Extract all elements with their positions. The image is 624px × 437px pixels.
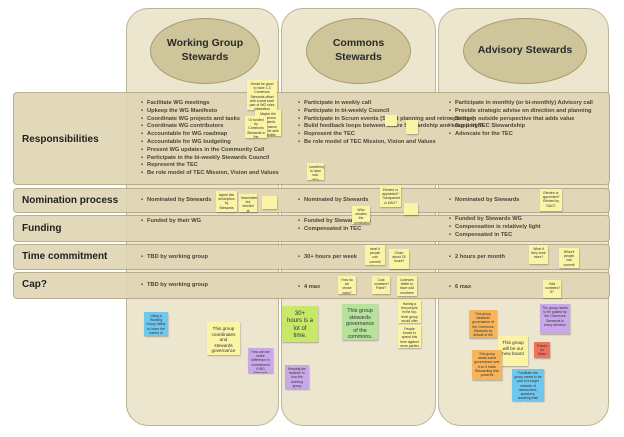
sticky-note[interactable]: This group stewards governance of the co… xyxy=(342,304,378,340)
sticky-note[interactable]: How can we make difference in commitment… xyxy=(248,348,273,373)
list-item: Accountable for WG budgeting xyxy=(141,139,279,147)
responsibilities-advisory: Participate in monthly (or bi-monthly) A… xyxy=(449,100,593,139)
time-working-group: TBD by working group xyxy=(141,254,208,262)
funding-advisory: Funded by Stewards WG Compensation is re… xyxy=(449,216,541,239)
sticky-note[interactable]: This group coordinates and stewards gove… xyxy=(207,322,240,355)
nomination-working-group: Nominated by Stewards xyxy=(141,197,211,205)
cap-working-group: TBD by working group xyxy=(141,282,208,290)
sticky-note[interactable]: Having a few people in the top-level gro… xyxy=(398,300,421,323)
list-item: Compensation is relatively light xyxy=(449,224,541,232)
sticky-note[interactable]: Elected or appointed? Transparent or DAO… xyxy=(380,186,401,207)
sticky-note[interactable]: something to have sub-WGs xyxy=(307,163,324,180)
list-item: 6 max xyxy=(449,284,471,292)
list-item: Build feedback loops between entire Stew… xyxy=(298,123,483,131)
nomination-advisory: Nominated by Stewards xyxy=(449,197,519,205)
list-item: Accountable for WG roadmap xyxy=(141,131,279,139)
sticky-note[interactable]: This group stewards governance of the Co… xyxy=(469,310,497,338)
list-item: Compensated in TEC xyxy=(449,232,541,240)
sticky-note[interactable]: Nominated but elected at xyxy=(239,194,257,212)
sticky-note[interactable]: How do we chose caps? xyxy=(338,276,356,294)
sticky-note[interactable]: Keeping the balance in how the working g… xyxy=(285,365,309,389)
list-item: Nominated by Stewards xyxy=(449,197,519,205)
sticky-note[interactable]: Elected or appointed? Elected by DAO? xyxy=(540,189,562,211)
column-header-commons: Commons Stewards xyxy=(306,18,411,84)
sticky-note[interactable]: Or funded by Commons Stewards in the tra… xyxy=(245,116,267,138)
list-item: Funded by Stewards WG xyxy=(449,216,541,224)
list-item: Be role model of TEC Mission, Vision and… xyxy=(141,170,279,178)
list-item: Participate in monthly (or bi-monthly) A… xyxy=(449,100,593,108)
column-title: Advisory Stewards xyxy=(477,44,573,57)
column-header-working-group: Working Group Stewards xyxy=(150,18,260,84)
sticky-note[interactable]: What if they work more? xyxy=(529,245,548,264)
sticky-note[interactable]: Odd numbers? 5? xyxy=(543,280,561,298)
sticky-note[interactable]: 30+ hours is a lot of time. xyxy=(282,306,318,342)
list-item: Compensated in TEC xyxy=(298,226,371,234)
list-item: Nominated by Stewards xyxy=(141,197,211,205)
list-item: 2 hours per month xyxy=(449,254,505,262)
list-item: Nominated by Stewards xyxy=(298,197,368,205)
list-item: Provide strategic advise on direction an… xyxy=(449,108,593,116)
row-label: Nomination process xyxy=(22,195,119,206)
list-item: 30+ hours per week xyxy=(298,254,357,262)
time-commons: 30+ hours per week xyxy=(298,254,357,262)
nomination-commons: Nominated by Stewards xyxy=(298,197,368,205)
list-item: Support TEC Stewardship xyxy=(449,123,593,131)
sticky-note[interactable]: Would be good to have 1-3 Commons Stewar… xyxy=(247,80,277,110)
sticky-note[interactable]: Close about 25 hours? xyxy=(389,249,409,269)
sticky-note[interactable] xyxy=(406,120,418,134)
sticky-note[interactable]: Who creates the nomination? Someone in p… xyxy=(352,206,370,224)
sticky-note[interactable]: People forced to spend this time against… xyxy=(398,325,421,348)
list-item: Advocate for the TEC xyxy=(449,131,593,139)
list-item: Present WG updates in the Community Call xyxy=(141,147,279,155)
cap-advisory: 6 max xyxy=(449,284,471,292)
sticky-note[interactable]: Cost numbers? Fixed? xyxy=(372,276,390,294)
sticky-note[interactable]: This group needs some governance over it… xyxy=(472,350,502,380)
sticky-note[interactable]: Thanks for these xyxy=(534,342,550,358)
list-item: Funded by Stewards WG xyxy=(298,218,371,226)
sticky-note[interactable]: what if people can commit fewer hours? xyxy=(365,245,385,265)
time-advisory: 2 hours per month xyxy=(449,254,505,262)
column-header-advisory: Advisory Stewards xyxy=(463,18,587,84)
list-item: Coordinate WG contributors xyxy=(141,123,279,131)
sticky-note[interactable] xyxy=(385,115,397,126)
responsibilities-working-group: Facilitate WG meetings Upkeep the WG Man… xyxy=(141,100,279,178)
list-item: Participate in the bi-weekly Stewards Co… xyxy=(141,155,279,163)
sticky-note[interactable]: Facilitate the group meets to be part of… xyxy=(512,369,544,401)
list-item: Bring in outside perspective that adds v… xyxy=(449,116,593,124)
sticky-note[interactable] xyxy=(404,203,418,215)
sticky-note[interactable]: Agree this description by Stewards xyxy=(216,191,237,212)
column-title: Commons Stewards xyxy=(332,37,385,63)
list-item: Upkeep the WG Manifesto xyxy=(141,108,279,116)
list-item: Facilitate WG meetings xyxy=(141,100,279,108)
list-item: 4 max xyxy=(298,284,320,292)
row-label: Responsibilities xyxy=(22,134,99,145)
list-item: Participate in bi-weekly Council xyxy=(298,108,483,116)
row-label: Funding xyxy=(22,223,62,234)
funding-commons: Funded by Stewards WG Compensated in TEC xyxy=(298,218,371,234)
sticky-note[interactable] xyxy=(262,196,277,209)
list-item: TBD by working group xyxy=(141,282,208,290)
list-item: Represent the TEC xyxy=(298,131,483,139)
row-label: Time commitment xyxy=(22,251,108,262)
sticky-note[interactable]: What if people can commit more hours? xyxy=(559,248,579,268)
sticky-note[interactable]: This group will be our new board xyxy=(498,336,528,366)
list-item: Funded by their WG xyxy=(141,218,201,226)
list-item: Be role model of TEC Mission, Vision and… xyxy=(298,139,483,147)
row-label: Cap? xyxy=(22,279,47,290)
row-cap xyxy=(13,272,610,299)
sticky-note[interactable]: Licenses better to have odd numbers xyxy=(397,276,417,296)
list-item: Coordinate WG projects and tasks xyxy=(141,116,279,124)
list-item: TBD by working group xyxy=(141,254,208,262)
list-item: Participate in weekly call xyxy=(298,100,483,108)
sticky-note[interactable]: Using a Working Group ability to lower t… xyxy=(144,312,168,336)
sticky-note[interactable]: The group needs to be guided by the Comm… xyxy=(540,304,570,334)
funding-working-group: Funded by their WG xyxy=(141,218,201,226)
column-title: Working Group Stewards xyxy=(166,37,244,63)
cap-commons: 4 max xyxy=(298,284,320,292)
list-item: Represent the TEC xyxy=(141,162,279,170)
